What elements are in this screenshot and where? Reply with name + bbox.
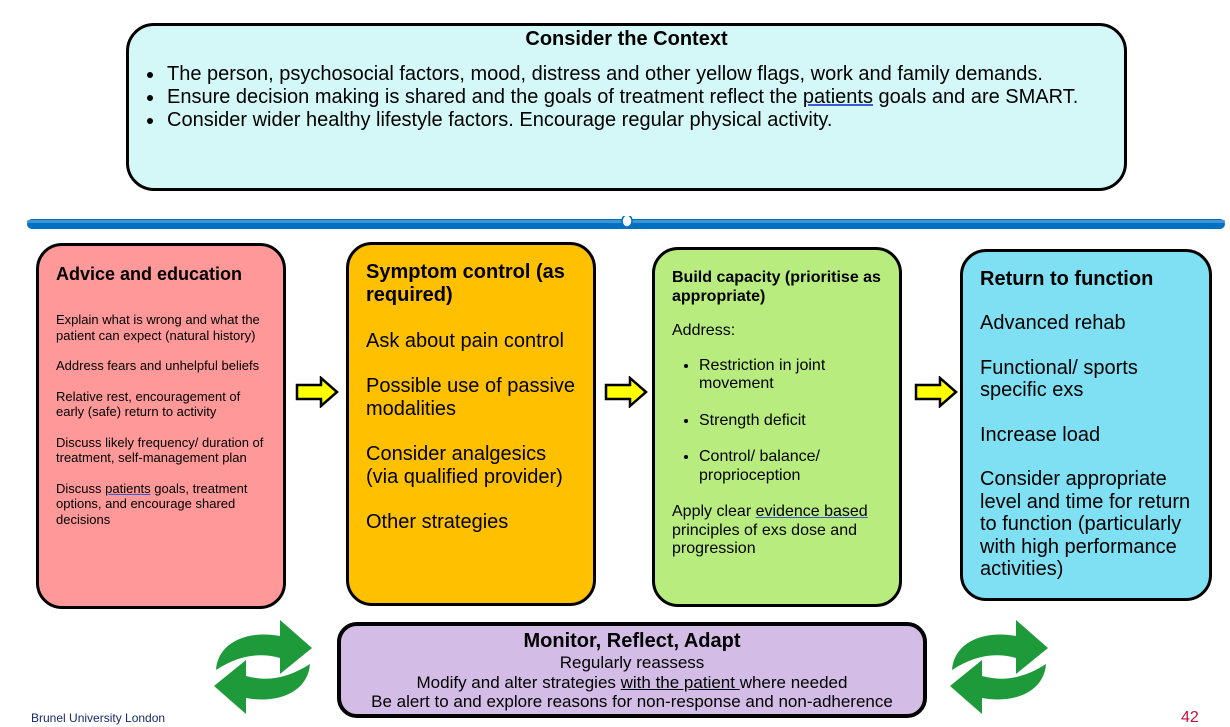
capacity-address: Address: bbox=[672, 322, 736, 339]
capacity-item: Control/ balance/ proprioception bbox=[699, 448, 885, 485]
symptom-title: Symptom control (as required) bbox=[366, 261, 565, 306]
context-bullets: The person, psychosocial factors, mood, … bbox=[129, 63, 1124, 132]
context-box: Consider the Context The person, psychos… bbox=[126, 23, 1127, 191]
capacity-apply: Apply clear evidence based principles of… bbox=[672, 503, 885, 559]
advice-point: Discuss patients goals, treatment option… bbox=[56, 481, 271, 528]
text: Discuss bbox=[56, 480, 106, 496]
return-to-function-box: Return to function Advanced rehab Functi… bbox=[960, 249, 1212, 601]
text: goals and are SMART. bbox=[872, 86, 1079, 108]
monitor-reflect-adapt-box: Monitor, Reflect, Adapt Regularly reasse… bbox=[337, 622, 927, 718]
context-title: Consider the Context bbox=[525, 28, 728, 50]
footer-brand: Brunel University London bbox=[31, 711, 166, 725]
text: Ensure decision making is shared and the… bbox=[167, 86, 803, 108]
connector-bar bbox=[27, 216, 1225, 229]
text: Modify and alter strategies bbox=[416, 672, 621, 692]
text: Apply clear bbox=[672, 503, 756, 520]
advice-point: Discuss likely frequency/ duration of tr… bbox=[56, 434, 264, 466]
text: principles of exs dose and progression bbox=[672, 521, 857, 558]
underlined-word: patients bbox=[105, 480, 151, 496]
cycle-arrows-icon bbox=[950, 620, 1048, 714]
monitor-line: Regularly reassess bbox=[559, 653, 705, 672]
text: goals, treatment options, and encourage … bbox=[56, 480, 248, 527]
context-bullet: The person, psychosocial factors, mood, … bbox=[165, 63, 1124, 86]
symptom-point: Consider analgesics (via qualified provi… bbox=[366, 443, 563, 488]
symptom-point: Other strategies bbox=[366, 511, 509, 533]
capacity-item: Strength deficit bbox=[699, 412, 885, 431]
context-bullet: Consider wider healthy lifestyle factors… bbox=[165, 109, 1124, 132]
advice-point: Address fears and unhelpful beliefs bbox=[56, 358, 260, 373]
right-arrow-icon bbox=[295, 376, 339, 408]
build-capacity-box: Build capacity (prioritise as appropriat… bbox=[652, 247, 902, 607]
bar-handle-icon bbox=[621, 216, 633, 228]
return-point: Consider appropriate level and time for … bbox=[980, 468, 1191, 580]
symptom-control-box: Symptom control (as required) Ask about … bbox=[346, 242, 596, 606]
advice-point: Explain what is wrong and what the patie… bbox=[56, 312, 260, 343]
right-arrow-icon bbox=[914, 376, 958, 408]
capacity-list: Restriction in joint movement Strength d… bbox=[672, 357, 885, 486]
advice-education-box: Advice and education Explain what is wro… bbox=[36, 243, 286, 609]
underlined-phrase: with the patient bbox=[620, 672, 740, 692]
underlined-word: evidence based bbox=[755, 503, 868, 520]
page-number: 42 bbox=[1181, 709, 1199, 726]
symptom-point: Possible use of passive modalities bbox=[366, 375, 576, 420]
capacity-item: Restriction in joint movement bbox=[699, 357, 885, 394]
right-arrow-icon bbox=[604, 376, 648, 408]
monitor-line: Be alert to and explore reasons for non-… bbox=[371, 692, 893, 711]
context-bullet: Ensure decision making is shared and the… bbox=[165, 86, 1124, 109]
cycle-arrows-icon bbox=[214, 620, 312, 714]
symptom-point: Ask about pain control bbox=[366, 330, 564, 352]
monitor-line: Modify and alter strategies with the pat… bbox=[341, 673, 923, 693]
advice-point: Relative rest, encouragement of early (s… bbox=[56, 388, 241, 420]
advice-title: Advice and education bbox=[56, 264, 243, 284]
monitor-title: Monitor, Reflect, Adapt bbox=[523, 630, 741, 652]
capacity-title: Build capacity (prioritise as appropriat… bbox=[672, 269, 881, 305]
return-point: Advanced rehab bbox=[980, 312, 1126, 334]
return-point: Increase load bbox=[980, 423, 1101, 446]
underlined-word: patients bbox=[802, 86, 873, 108]
return-point: Functional/ sports specific exs bbox=[980, 356, 1138, 402]
text: where needed bbox=[739, 672, 848, 692]
return-title: Return to function bbox=[980, 268, 1154, 290]
